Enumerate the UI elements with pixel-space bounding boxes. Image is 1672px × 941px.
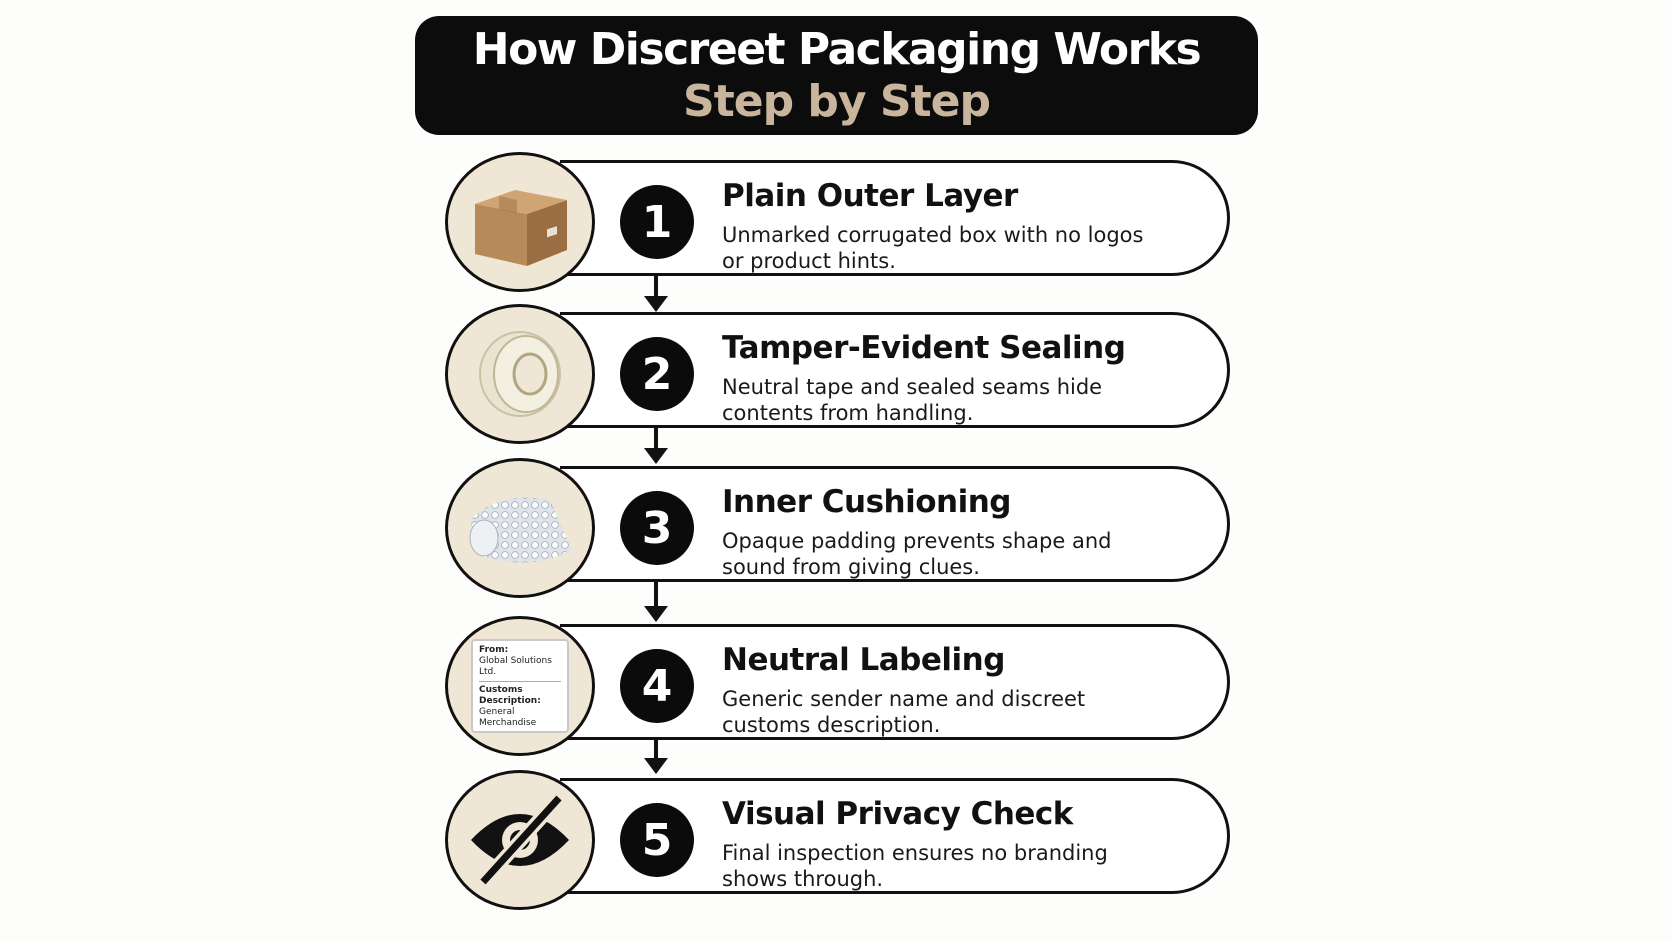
step-title: Inner Cushioning	[722, 484, 1012, 520]
step-description: Unmarked corrugated box with no logos or…	[722, 223, 1144, 273]
page-title: How Discreet Packaging Works	[472, 23, 1202, 75]
step-2: 2 Tamper-Evident Sealing Neutral tape an…	[0, 304, 1672, 454]
connector-line	[654, 740, 658, 760]
step-description: Opaque padding prevents shape and sound …	[722, 529, 1112, 579]
step-number-badge: 4	[620, 649, 694, 723]
cardboard-box-icon	[445, 152, 595, 292]
step-description: Generic sender name and discreet customs…	[722, 687, 1086, 737]
label-from-heading: From:	[479, 645, 509, 655]
step-number-badge: 2	[620, 337, 694, 411]
connector-line	[654, 425, 658, 451]
step-number-badge: 1	[620, 185, 694, 259]
page-subtitle: Step by Step	[683, 75, 991, 127]
step-title: Tamper-Evident Sealing	[722, 330, 1126, 366]
shipping-label-icon: From: Global Solutions Ltd. Customs Desc…	[445, 616, 595, 756]
label-from-value: Global Solutions Ltd.	[479, 656, 552, 677]
eye-slash-icon	[445, 770, 595, 910]
shipping-label: From: Global Solutions Ltd. Customs Desc…	[471, 639, 569, 733]
header-banner: How Discreet Packaging Works Step by Ste…	[415, 16, 1258, 135]
bubble-wrap-icon	[445, 458, 595, 598]
step-description: Neutral tape and sealed seams hide conte…	[722, 375, 1103, 425]
step-number-badge: 3	[620, 491, 694, 565]
step-title: Plain Outer Layer	[722, 178, 1018, 214]
step-number-badge: 5	[620, 803, 694, 877]
step-description: Final inspection ensures no branding sho…	[722, 841, 1108, 891]
connector-arrow	[644, 606, 668, 622]
step-1: 1 Plain Outer Layer Unmarked corrugated …	[0, 152, 1672, 302]
step-4: From: Global Solutions Ltd. Customs Desc…	[0, 616, 1672, 766]
step-3: 3 Inner Cushioning Opaque padding preven…	[0, 458, 1672, 608]
connector-arrow	[644, 296, 668, 312]
connector-arrow	[644, 448, 668, 464]
connector-line	[654, 272, 658, 300]
tape-roll-icon	[445, 304, 595, 444]
connector-arrow	[644, 758, 668, 774]
label-customs-value: General Merchandise	[479, 707, 537, 728]
connector-line	[654, 580, 658, 608]
step-title: Visual Privacy Check	[722, 796, 1073, 832]
step-5: 5 Visual Privacy Check Final inspection …	[0, 770, 1672, 920]
step-title: Neutral Labeling	[722, 642, 1005, 678]
label-customs-heading: Customs Description:	[479, 685, 541, 706]
